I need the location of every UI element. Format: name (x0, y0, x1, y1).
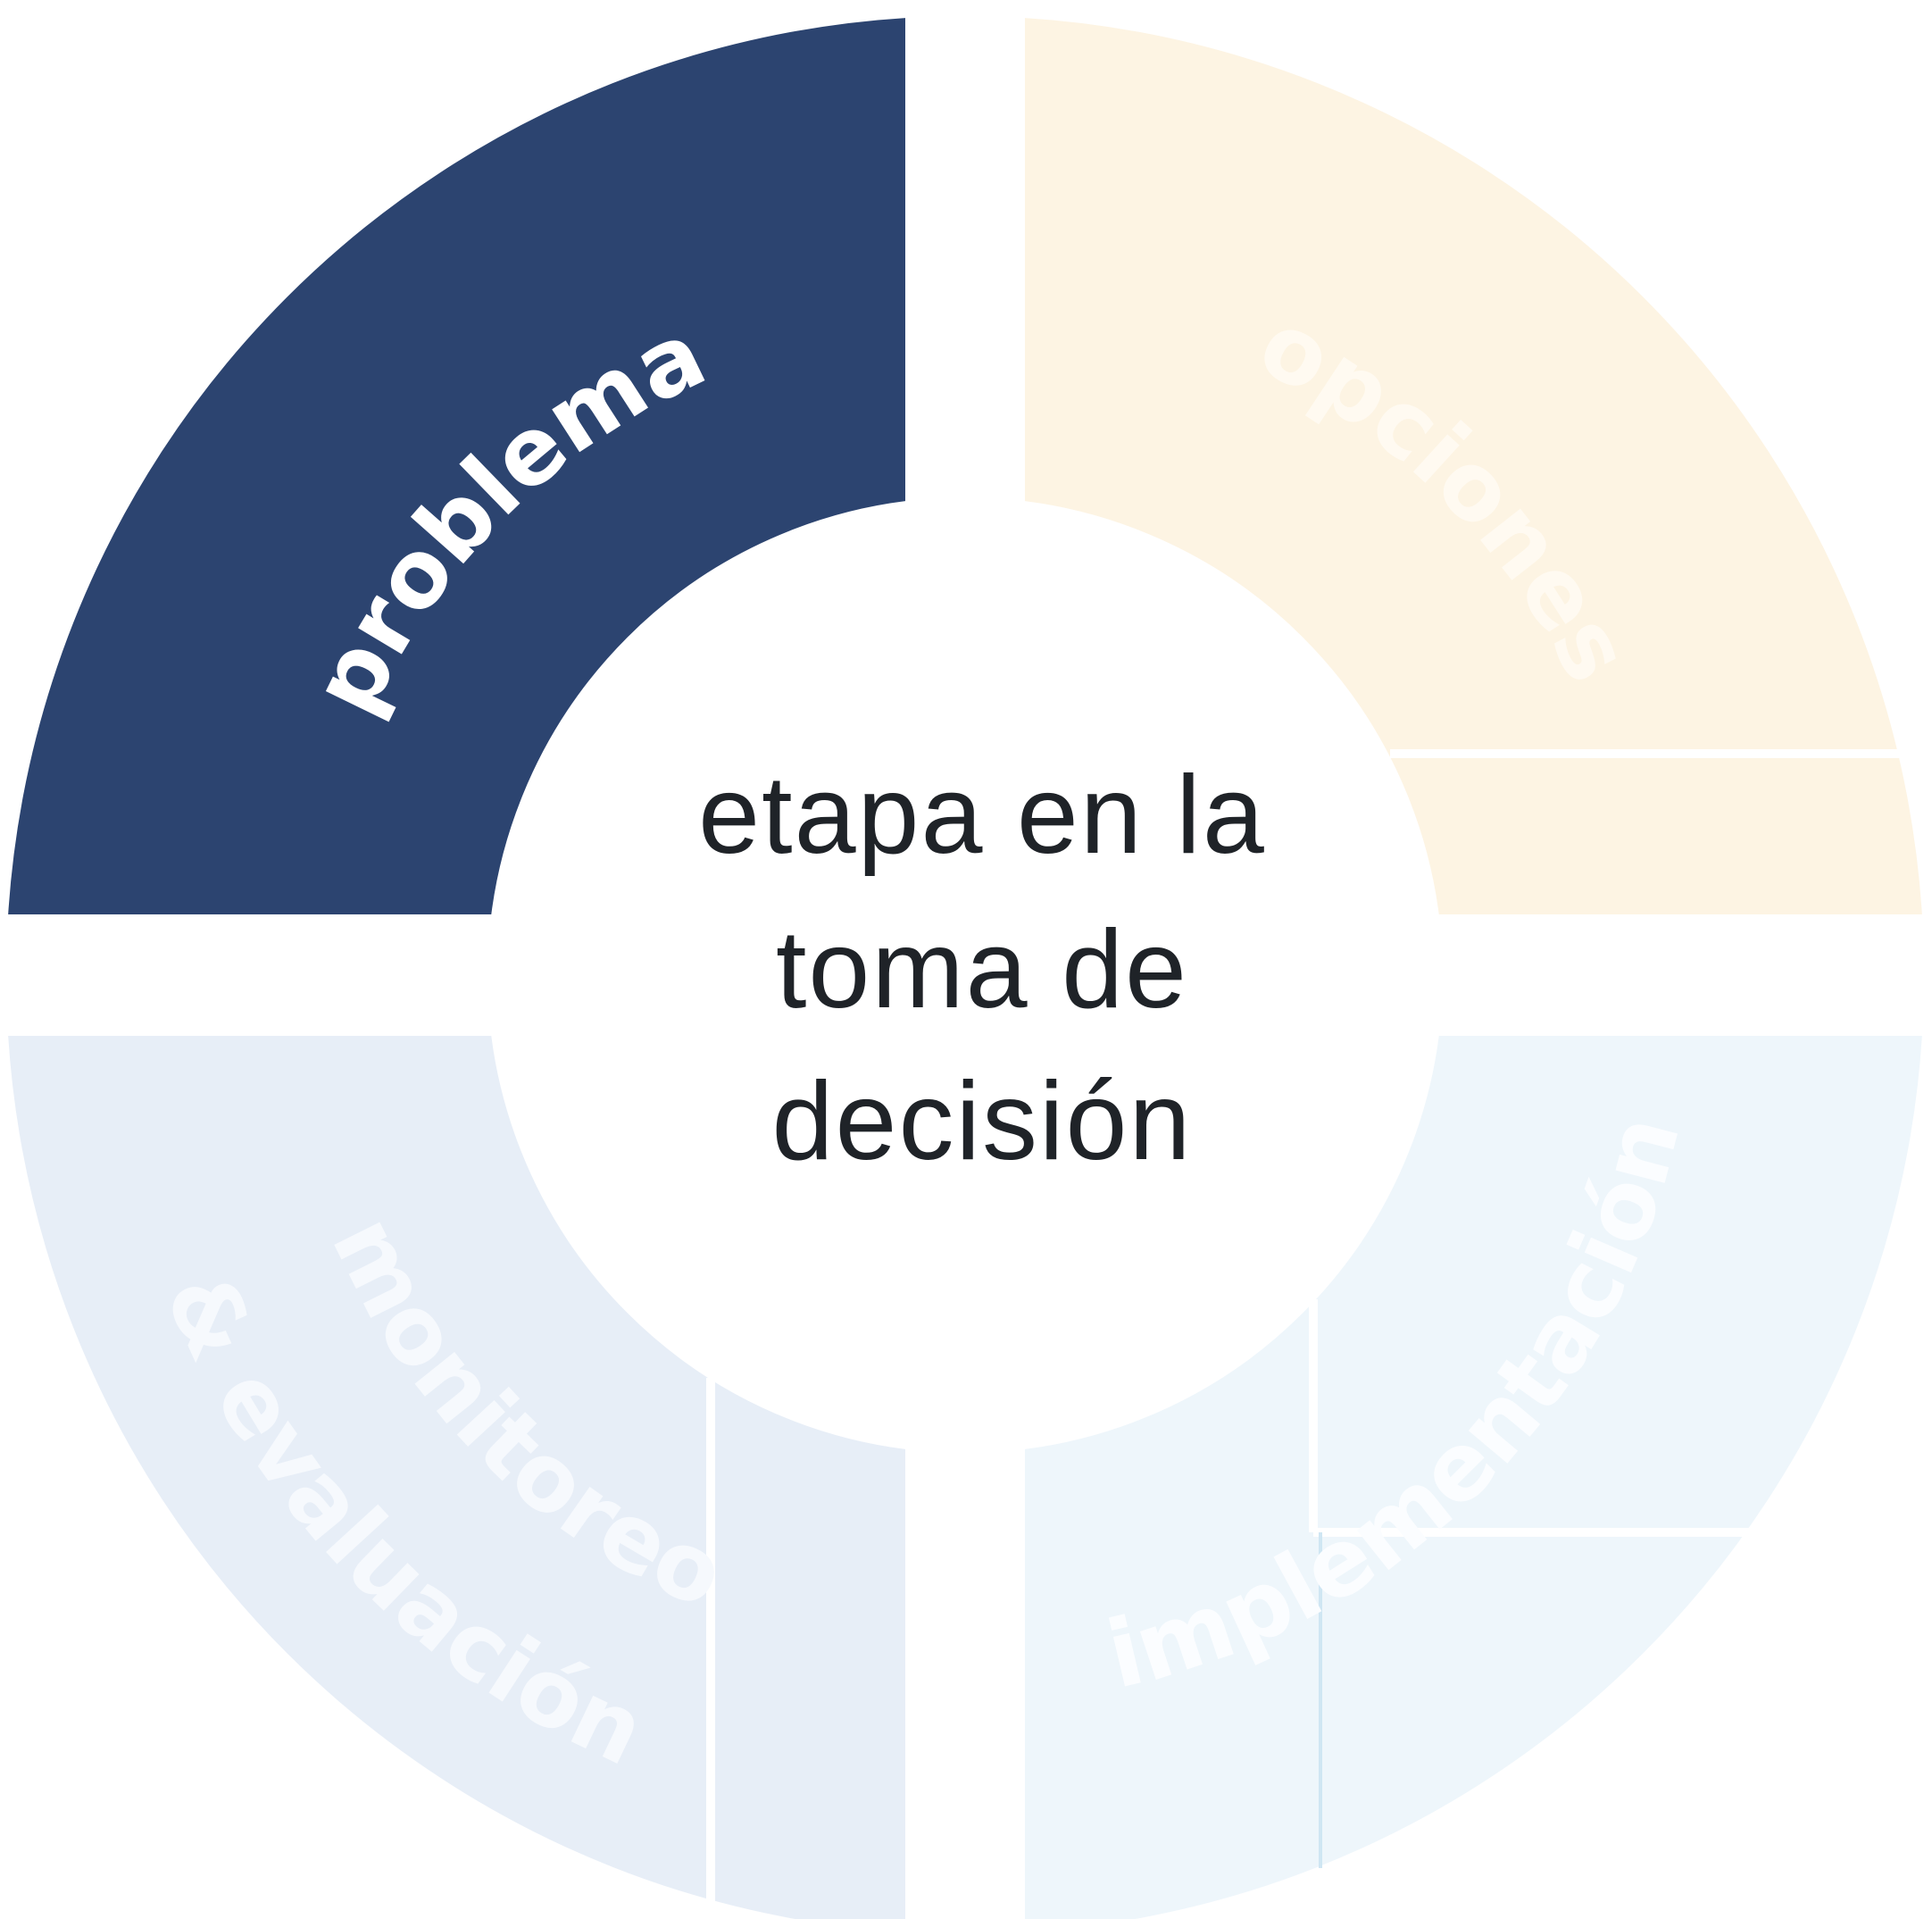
center-line-1: etapa en la (698, 754, 1266, 877)
divider-lines (706, 749, 1902, 1911)
center-title: etapa en la toma de decisión (698, 754, 1266, 1183)
center-line-2: toma de (776, 908, 1188, 1031)
center-line-3: decisión (772, 1060, 1193, 1183)
